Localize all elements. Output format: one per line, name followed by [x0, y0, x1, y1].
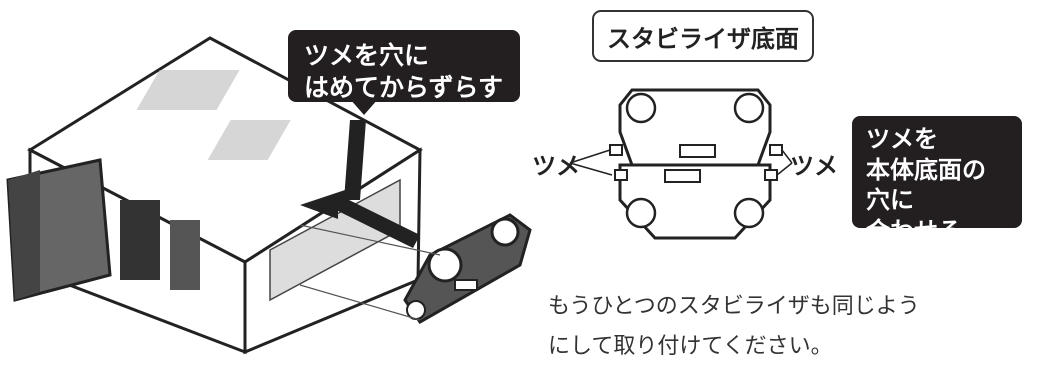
instruction-note: もうひとつのスタビライザも同じよう にして取り付けてください。	[548, 287, 920, 367]
note-line1: もうひとつのスタビライザも同じよう	[548, 294, 920, 319]
tab-label-left: ツメ	[532, 152, 580, 180]
stabilizer-bottom-diagram	[569, 88, 793, 240]
callout-right-line1: ツメを	[866, 125, 938, 153]
callout-left-tail	[350, 99, 378, 115]
stabilizer-bottom-label: スタビライザ底面	[592, 10, 814, 62]
callout-insert-tab: ツメを穴に はめてからずらす	[288, 30, 520, 102]
callout-left-line2: はめてからずらす	[304, 73, 504, 102]
callout-align-holes: ツメを 本体底面の穴に 合わせる	[852, 116, 1022, 245]
pc-stabilizer-illustration	[6, 36, 532, 355]
callout-left-line1: ツメを穴に	[304, 41, 430, 70]
callout-right-line2: 本体底面の穴に	[866, 155, 986, 215]
tab-label-right: ツメ	[790, 152, 838, 180]
callout-right-line3: 合わせる	[866, 217, 962, 246]
note-line2: にして取り付けてください。	[548, 334, 833, 359]
